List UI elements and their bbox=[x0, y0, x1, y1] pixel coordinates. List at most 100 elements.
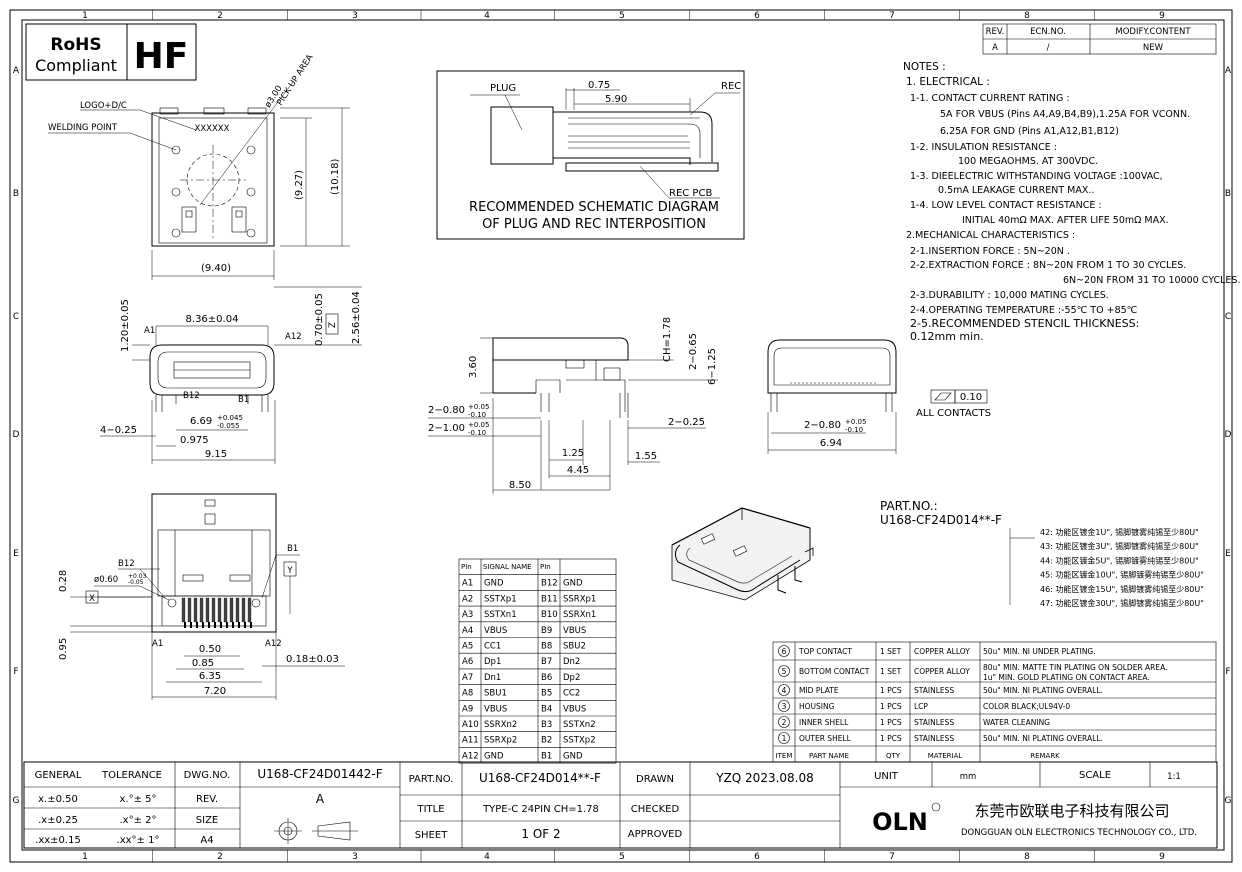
side-dim: 4.45 bbox=[567, 465, 589, 476]
pin-table-cell: A2 bbox=[462, 594, 473, 604]
bom-header: MATERIAL bbox=[928, 752, 963, 760]
pin-table-cell: GND bbox=[484, 579, 504, 589]
company-name-en: DONGGUAN OLN ELECTRONICS TECHNOLOGY CO.,… bbox=[961, 828, 1197, 838]
height-dim: 0.70±0.05 bbox=[314, 293, 325, 346]
pcb-pad-tail bbox=[214, 622, 216, 628]
note-line: 1-2. INSULATION RESISTANCE : bbox=[910, 142, 1057, 153]
hf-text: HF bbox=[134, 36, 189, 77]
bom-header: QTY bbox=[886, 752, 901, 760]
rev-header: REV. bbox=[986, 27, 1005, 37]
pcb-pad bbox=[241, 597, 246, 623]
part-name: INNER SHELL bbox=[799, 718, 849, 727]
checked-label: CHECKED bbox=[631, 804, 680, 815]
side-dim: 1.25 bbox=[562, 448, 584, 459]
zone-column-label: 2 bbox=[217, 852, 223, 862]
part-name: OUTER SHELL bbox=[799, 734, 852, 743]
schematic-caption: OF PLUG AND REC INTERPOSITION bbox=[482, 217, 706, 232]
pin-b12-label: B12 bbox=[118, 559, 135, 569]
pin-table-cell: Dn2 bbox=[563, 657, 580, 667]
zone-column-label: 8 bbox=[1024, 852, 1030, 862]
pcb-pad-tail bbox=[184, 622, 186, 628]
notes-title: NOTES : bbox=[903, 61, 946, 73]
part-remark: 50u" MIN. NI PLATING OVERALL. bbox=[983, 734, 1103, 743]
part-remark: COLOR BLACK;UL94V-0 bbox=[983, 702, 1070, 711]
all-contacts-label: ALL CONTACTS bbox=[916, 408, 991, 419]
zone-row-label: C bbox=[13, 312, 19, 322]
pin-table-cell: B2 bbox=[541, 736, 552, 746]
pin-a1-label: A1 bbox=[152, 639, 163, 649]
bom-header: REMARK bbox=[1030, 752, 1060, 760]
pcb-pad bbox=[193, 597, 198, 623]
tolerance-value: x.±0.50 bbox=[38, 794, 78, 805]
part-material: STAINLESS bbox=[914, 734, 954, 743]
pcb-pad-tail bbox=[202, 622, 204, 628]
item-bubble bbox=[778, 732, 790, 744]
tolerance-value: x.°± 5° bbox=[119, 794, 156, 805]
pin-table-frame bbox=[458, 558, 617, 764]
part-no-value: U168-CF24D014**-F bbox=[479, 771, 601, 785]
part-remark: 80u" MIN. MATTE TIN PLATING ON SOLDER AR… bbox=[983, 663, 1168, 672]
pcb-pad-tail bbox=[196, 622, 198, 628]
rec-pcb-label: REC PCB bbox=[669, 188, 712, 199]
hole-dim: ø0.60 bbox=[94, 575, 118, 585]
interposition-schematic: PLUG REC 0.75 5.90 REC PCB RECOMMENDED S… bbox=[436, 70, 745, 240]
welding-point-label: WELDING POINT bbox=[48, 123, 118, 133]
note-line: 2-3.DURABILITY : 10,000 MATING CYCLES. bbox=[910, 290, 1109, 301]
zone-column-label: 9 bbox=[1159, 11, 1165, 21]
tol-upper: +0.03 bbox=[128, 573, 147, 580]
side-dim: 2−0.25 bbox=[668, 417, 705, 428]
pin-table-cell: SBU2 bbox=[563, 642, 586, 652]
height-dim: 3.60 bbox=[468, 356, 479, 378]
approved-label: APPROVED bbox=[628, 829, 683, 840]
pin-table-cell: VBUS bbox=[484, 626, 507, 636]
side-dim: 2−0.80 bbox=[428, 405, 465, 416]
part-remark: WATER CLEANING bbox=[983, 718, 1050, 727]
zone-column-label: 7 bbox=[889, 852, 895, 862]
pcb-pad bbox=[235, 597, 240, 623]
pin-table-cell: A8 bbox=[462, 689, 473, 699]
part-no-value: U168-CF24D014**-F bbox=[880, 513, 1002, 527]
registered-icon bbox=[931, 802, 941, 812]
pcb-pad bbox=[187, 597, 192, 623]
part-name: BOTTOM CONTACT bbox=[799, 667, 870, 676]
pcb-dim: 0.50 bbox=[199, 644, 221, 655]
pin-table-cell: VBUS bbox=[484, 704, 507, 714]
revision-table: REV. ECN.NO. MODIFY.CONTENT A / NEW bbox=[982, 23, 1217, 55]
pcb-pad-tail bbox=[220, 622, 222, 628]
pin-table-cell: CC1 bbox=[484, 642, 501, 652]
side-dim: 2−1.00 bbox=[428, 423, 465, 434]
pcb-dim: 6.35 bbox=[199, 671, 221, 682]
company-logo: OLN bbox=[872, 808, 928, 836]
inner-border bbox=[21, 19, 1225, 851]
pcb-pad-tail bbox=[226, 622, 228, 628]
width-dim: 8.36±0.04 bbox=[186, 314, 239, 325]
pcb-pad-tail bbox=[190, 622, 192, 628]
pin-table-cell: SSTXn1 bbox=[484, 610, 517, 620]
pin-b1-label: B1 bbox=[238, 395, 249, 405]
pin-table-cell: B8 bbox=[541, 642, 552, 652]
pcb-pad-tail bbox=[244, 622, 246, 628]
zone-column-label: 4 bbox=[484, 11, 490, 21]
pin-table-cell: A1 bbox=[462, 579, 473, 589]
dim-0-75: 0.75 bbox=[588, 80, 610, 91]
pin-table-cell: A7 bbox=[462, 673, 473, 683]
sheet-label: SHEET bbox=[415, 830, 449, 841]
item-bubble bbox=[778, 700, 790, 712]
drawn-label: DRAWN bbox=[636, 774, 674, 785]
pin-table-cell: SSRXn2 bbox=[484, 720, 517, 730]
note-line: 100 MEGAOHMS. AT 300VDC. bbox=[958, 156, 1098, 167]
part-qty: 1 PCS bbox=[880, 686, 902, 695]
zone-row-label: F bbox=[1225, 667, 1230, 677]
note-line: INITIAL 40mΩ MAX. AFTER LIFE 50mΩ MAX. bbox=[962, 215, 1169, 226]
marking-text: XXXXXX bbox=[195, 124, 230, 134]
plug-label: PLUG bbox=[490, 83, 516, 94]
scale-value: 1:1 bbox=[1167, 772, 1181, 782]
part-name: HOUSING bbox=[799, 702, 835, 711]
zone-row-label: A bbox=[1225, 66, 1232, 76]
note-line: 1-1. CONTACT CURRENT RATING : bbox=[910, 93, 1070, 104]
title-value: TYPE-C 24PIN CH=1.78 bbox=[482, 804, 599, 815]
zone-row-label: B bbox=[1225, 189, 1231, 199]
item-bubble bbox=[778, 665, 790, 677]
pcb-pad-tail bbox=[250, 622, 252, 628]
height-dim: (9.27) bbox=[294, 170, 305, 200]
